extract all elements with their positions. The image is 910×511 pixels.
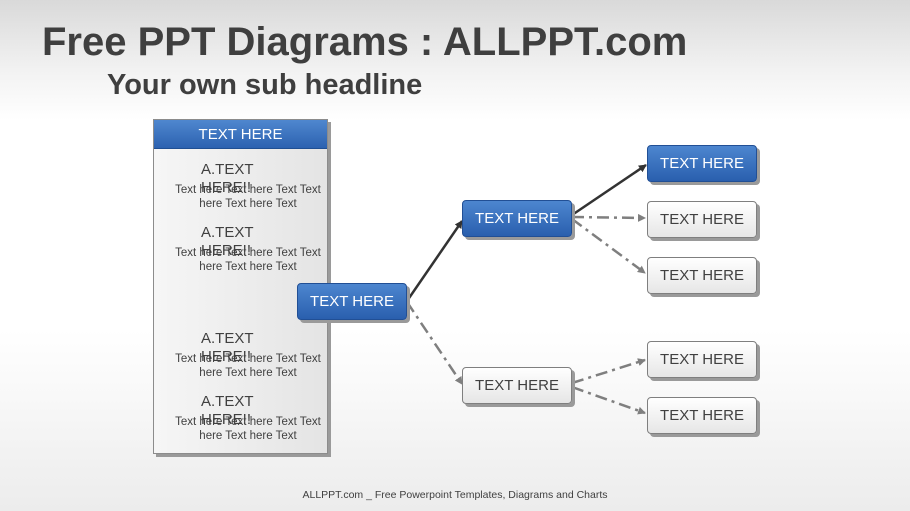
connector-bottom-to-leaf-1 <box>571 358 646 385</box>
list-item-heading: A.TEXT HERE!! <box>201 330 254 365</box>
leaf-node-top-3: TEXT HERE <box>647 257 757 294</box>
list-item-text: Text here Text here Text Text here Text … <box>175 416 321 442</box>
leaf-node-bottom-2: TEXT HERE <box>647 397 757 434</box>
panel-header: TEXT HERE <box>154 120 327 149</box>
connector-top-to-leaf-2 <box>571 213 646 222</box>
list-item-heading: A.TEXT HERE!! <box>201 161 254 196</box>
list-item-heading: A.TEXT HERE!! <box>201 224 254 259</box>
list-item-text: Text here Text here Text Text here Text … <box>175 353 321 379</box>
connector-bottom-to-leaf-2 <box>571 385 646 415</box>
branch-node-top: TEXT HERE <box>462 200 572 237</box>
leaf-node-top-1: TEXT HERE <box>647 145 757 182</box>
slide-subtitle: Your own sub headline <box>107 69 423 101</box>
connector-root-to-top <box>405 220 464 302</box>
list-item-text: Text here Text here Text Text here Text … <box>175 247 321 273</box>
footer-text: ALLPPT.com _ Free Powerpoint Templates, … <box>302 489 608 501</box>
leaf-node-bottom-1: TEXT HERE <box>647 341 757 378</box>
slide-title: Free PPT Diagrams : ALLPPT.com <box>42 20 688 64</box>
root-node: TEXT HERE <box>297 283 407 320</box>
list-item-heading: A.TEXT HERE!! <box>201 393 254 428</box>
connector-top-to-leaf-1 <box>571 163 647 217</box>
leaf-node-top-2: TEXT HERE <box>647 201 757 238</box>
list-item-text: Text here Text here Text Text here Text … <box>175 184 321 210</box>
branch-node-bottom: TEXT HERE <box>462 367 572 404</box>
connector-root-to-bottom <box>405 301 464 385</box>
connector-top-to-leaf-3 <box>571 217 646 275</box>
